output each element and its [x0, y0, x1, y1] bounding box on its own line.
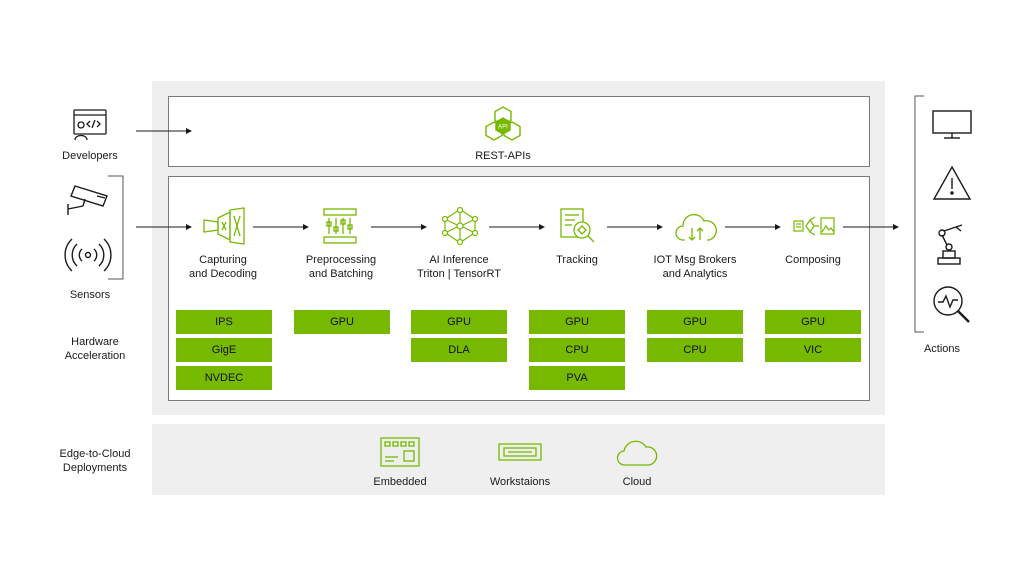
embedded-board-icon	[380, 437, 420, 467]
stage-label-composing: Composing	[785, 254, 841, 266]
composing-image-icon	[793, 216, 835, 236]
cloud-icon	[616, 440, 658, 466]
monitor-icon	[932, 110, 972, 139]
hw-preprocessing-gpu: GPU	[294, 310, 390, 334]
pipeline-box	[168, 176, 870, 401]
hw-gige: GigE	[176, 338, 272, 362]
hw-pva: PVA	[529, 366, 625, 390]
developer-code-icon	[73, 109, 107, 141]
rest-api-box	[168, 96, 870, 167]
preprocessing-sliders-icon	[323, 208, 357, 244]
hardware-acceleration-label: Hardware Acceleration	[64, 336, 126, 362]
deployment-embedded-label: Embedded	[373, 476, 427, 488]
cloud-sync-icon	[675, 213, 717, 241]
robot-arm-icon	[937, 224, 963, 265]
hw-tracking-gpu: GPU	[529, 310, 625, 334]
actions-bracket	[914, 95, 924, 333]
stage-label-inference: AI Inference Triton | TensorRT	[417, 254, 501, 280]
hw-inference-gpu: GPU	[411, 310, 507, 334]
hw-nvdec: NVDEC	[176, 366, 272, 390]
camera-icon	[67, 185, 108, 215]
stage-label-preprocessing: Preprocessing and Batching	[305, 254, 377, 280]
hw-ips: IPS	[176, 310, 272, 334]
sensors-label: Sensors	[69, 289, 111, 301]
hw-vic: VIC	[765, 338, 861, 362]
developers-label: Developers	[62, 150, 118, 162]
edge-to-cloud-label: Edge-to-Cloud Deployments	[59, 448, 131, 474]
sensors-bracket	[108, 175, 124, 280]
hw-iot-cpu: CPU	[647, 338, 743, 362]
stage-label-capturing: Capturing and Decoding	[189, 254, 257, 280]
hw-dla: DLA	[411, 338, 507, 362]
tracking-document-icon	[560, 208, 595, 243]
stage-label-iot: IOT Msg Brokers and Analytics	[653, 254, 737, 280]
deployment-cloud-label: Cloud	[622, 476, 652, 488]
api-hexagon-icon: API	[485, 106, 521, 141]
deployment-workstation-label: Workstaions	[489, 476, 551, 488]
actions-label: Actions	[923, 343, 961, 355]
warning-icon	[932, 165, 972, 200]
stage-label-tracking: Tracking	[556, 254, 598, 266]
rest-api-label: REST-APIs	[475, 150, 531, 162]
capture-funnel-icon	[203, 207, 245, 245]
hw-tracking-cpu: CPU	[529, 338, 625, 362]
analytics-magnifier-icon	[933, 286, 970, 323]
sensor-signal-icon	[64, 238, 112, 272]
neural-network-icon	[441, 206, 479, 246]
hw-composing-gpu: GPU	[765, 310, 861, 334]
workstation-icon	[498, 443, 542, 461]
hw-iot-gpu: GPU	[647, 310, 743, 334]
api-badge-text: API	[498, 125, 508, 131]
